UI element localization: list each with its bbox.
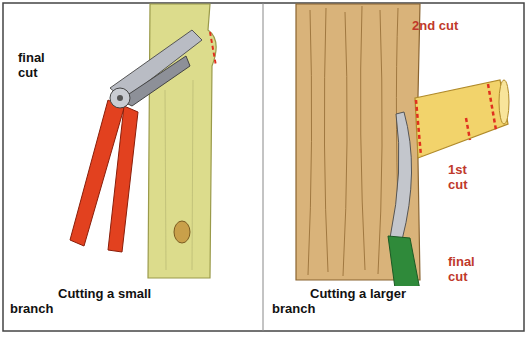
cut-line bbox=[488, 84, 496, 130]
cut-line bbox=[210, 32, 216, 66]
bark-texture bbox=[308, 6, 400, 276]
bark-line bbox=[192, 80, 193, 270]
divider bbox=[263, 3, 264, 331]
pruner-bolt bbox=[117, 95, 123, 101]
caption: Cutting a small branch bbox=[10, 286, 180, 316]
bud bbox=[174, 221, 190, 243]
caption: Cutting a larger branch bbox=[272, 286, 437, 316]
cut-label: final cut bbox=[448, 254, 490, 284]
branch bbox=[415, 80, 508, 158]
pruner-handle bbox=[108, 106, 138, 252]
cut-label: final cut bbox=[18, 50, 60, 80]
cut-label: 1st cut bbox=[448, 162, 482, 192]
cut-label: 2nd cut bbox=[412, 18, 492, 33]
pruner-pivot bbox=[110, 88, 130, 108]
cut-line bbox=[466, 118, 470, 140]
frame bbox=[3, 3, 524, 331]
pruner-jaw bbox=[120, 56, 190, 106]
cut-line bbox=[416, 100, 421, 156]
bark-line bbox=[165, 90, 166, 270]
saw-blade bbox=[390, 112, 412, 240]
branch-end bbox=[499, 80, 509, 124]
